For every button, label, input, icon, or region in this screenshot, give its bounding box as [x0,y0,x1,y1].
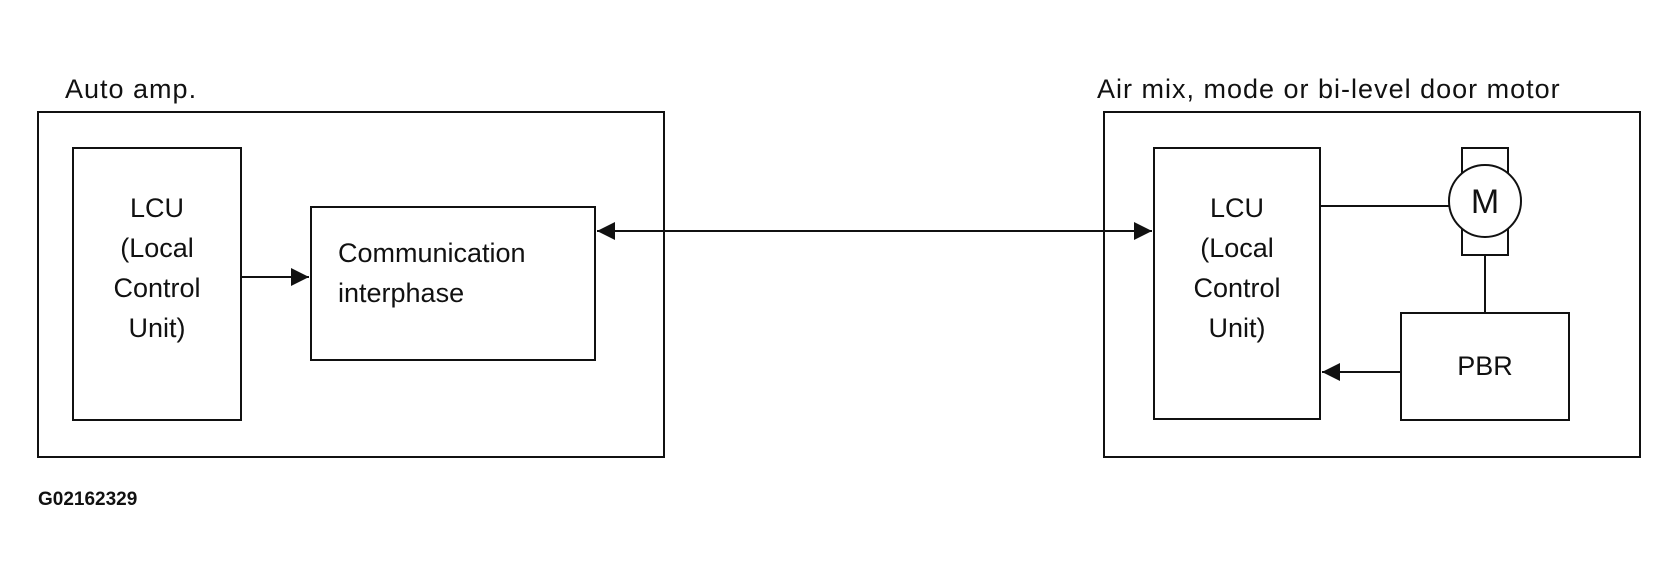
auto-amp-lcu-line4: Unit) [128,313,186,343]
auto-amp-box [37,111,665,458]
door-motor-box [1103,111,1641,458]
auto-amp-lcu-box [72,147,242,421]
auto-amp-lcu-line3: Control [113,273,201,303]
communication-line2: interphase [338,278,465,308]
figure-id: G02162329 [38,489,138,510]
motor-symbol-text: M [1471,183,1499,221]
communication-line1: Communication [338,238,526,268]
pbr-label: PBR [1457,351,1513,381]
auto-amp-label: Auto amp. [65,74,198,104]
door-motor-lcu-line4: Unit) [1208,313,1266,343]
door-motor-label: Air mix, mode or bi-level door motor [1097,74,1561,104]
communication-interphase-label: Communication interphase [338,233,526,313]
auto-amp-lcu-label: LCU (Local Control Unit) [73,188,241,348]
door-motor-lcu-line3: Control [1193,273,1281,303]
door-motor-lcu-box [1153,147,1321,420]
door-motor-lcu-line1: LCU [1209,193,1264,223]
auto-amp-lcu-line1: LCU [129,193,184,223]
pbr-box [1400,312,1570,421]
communication-interphase-box [310,206,596,361]
motor-circle [1448,164,1522,238]
door-motor-lcu-label: LCU (Local Control Unit) [1154,188,1320,348]
auto-amp-lcu-line2: (Local [120,233,194,263]
door-motor-lcu-line2: (Local [1200,233,1274,263]
